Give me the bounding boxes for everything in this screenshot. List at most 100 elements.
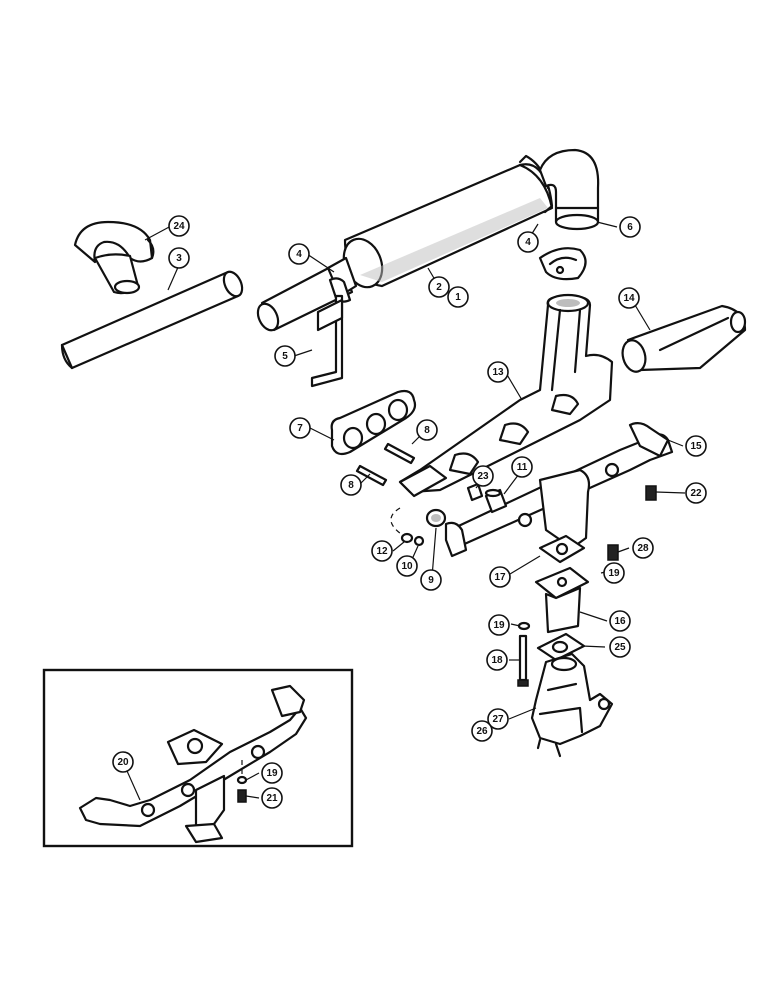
plug-part — [645, 485, 657, 501]
manifold-gasket-part — [330, 389, 417, 456]
carb-gasket-part — [538, 534, 586, 564]
callout-number: 15 — [690, 441, 702, 452]
callout-19: 19 — [261, 762, 283, 784]
callout-circle — [487, 361, 509, 383]
callout-number: 4 — [525, 237, 531, 248]
callout-circle — [428, 276, 450, 298]
callout-circle — [488, 614, 510, 636]
callout-10: 10 — [396, 555, 418, 577]
callout-2: 2 — [428, 276, 450, 298]
seal-ring-part — [425, 508, 447, 528]
callout-circle — [274, 345, 296, 367]
long-bolt-part — [517, 634, 529, 687]
callout-number: 3 — [176, 253, 182, 264]
exhaust-manifold-part — [398, 293, 614, 498]
callout-circle — [609, 636, 631, 658]
callout-number: 28 — [637, 543, 649, 554]
callout-circle — [340, 474, 362, 496]
callout-12: 12 — [371, 540, 393, 562]
callout-number: 8 — [424, 425, 430, 436]
callout-number: 5 — [282, 351, 288, 362]
callout-19: 19 — [603, 562, 625, 584]
callout-number: 25 — [614, 642, 626, 653]
callout-number: 27 — [492, 714, 504, 725]
callout-27: 27 — [487, 708, 509, 730]
callout-6: 6 — [619, 216, 641, 238]
callout-circle — [472, 465, 494, 487]
elbow-hose-part — [73, 220, 155, 295]
callout-circle — [447, 286, 469, 308]
callout-number: 23 — [477, 471, 489, 482]
adapter-gasket-part — [536, 632, 586, 662]
callout-4: 4 — [288, 243, 310, 265]
callout-circle — [632, 537, 654, 559]
callout-number: 22 — [690, 488, 702, 499]
callout-8: 8 — [340, 474, 362, 496]
callout-number: 24 — [173, 221, 185, 232]
callout-circle — [261, 762, 283, 784]
carb-adapter-part — [534, 566, 590, 634]
inset-frame — [42, 668, 354, 848]
callout-16: 16 — [609, 610, 631, 632]
callout-22: 22 — [685, 482, 707, 504]
callout-circle — [486, 649, 508, 671]
callout-number: 9 — [428, 575, 434, 586]
callout-17: 17 — [489, 566, 511, 588]
callout-number: 4 — [296, 249, 302, 260]
callout-circle — [618, 287, 640, 309]
callout-circle — [471, 720, 493, 742]
intake-manifold-part — [444, 421, 674, 558]
callout-number: 19 — [266, 768, 278, 779]
callout-23: 23 — [472, 465, 494, 487]
muffler-inlet-pipe — [256, 256, 358, 332]
callout-4: 4 — [517, 231, 539, 253]
sleeve-part — [484, 488, 508, 514]
callout-9: 9 — [420, 569, 442, 591]
callout-number: 14 — [623, 293, 635, 304]
callout-number: 7 — [297, 423, 303, 434]
callout-20: 20 — [112, 751, 134, 773]
callout-circle — [112, 751, 134, 773]
callout-18: 18 — [486, 649, 508, 671]
callout-1: 1 — [447, 286, 469, 308]
callout-circle — [168, 215, 190, 237]
nut-part — [390, 507, 425, 547]
callout-8: 8 — [416, 419, 438, 441]
callout-number: 13 — [492, 367, 504, 378]
callout-circle — [609, 610, 631, 632]
callout-14: 14 — [618, 287, 640, 309]
callout-7: 7 — [289, 417, 311, 439]
callout-circle — [416, 419, 438, 441]
callout-circle — [371, 540, 393, 562]
callout-19: 19 — [488, 614, 510, 636]
callout-25: 25 — [609, 636, 631, 658]
washer-part — [517, 621, 531, 631]
outlet-elbow-part — [538, 148, 600, 231]
callout-26: 26 — [471, 720, 493, 742]
callout-circle — [489, 566, 511, 588]
callout-number: 17 — [494, 572, 506, 583]
inset-bolt-part — [237, 789, 247, 803]
callout-number: 12 — [376, 546, 388, 557]
callout-number: 18 — [491, 655, 503, 666]
callout-circle — [619, 216, 641, 238]
callout-circle — [603, 562, 625, 584]
callout-5: 5 — [274, 345, 296, 367]
callout-number: 11 — [517, 462, 528, 473]
spacer-block-part — [466, 482, 484, 502]
callout-number: 26 — [476, 726, 488, 737]
callout-number: 19 — [493, 620, 505, 631]
callout-circle — [289, 417, 311, 439]
callout-number: 1 — [455, 292, 461, 303]
callout-number: 10 — [401, 561, 413, 572]
callout-number: 20 — [117, 757, 129, 768]
callout-number: 21 — [266, 793, 278, 804]
callout-28: 28 — [632, 537, 654, 559]
callout-21: 21 — [261, 787, 283, 809]
tailpipe-part — [621, 304, 747, 373]
inset-manifold-part — [78, 684, 308, 844]
callout-circle — [288, 243, 310, 265]
callout-circle — [487, 708, 509, 730]
